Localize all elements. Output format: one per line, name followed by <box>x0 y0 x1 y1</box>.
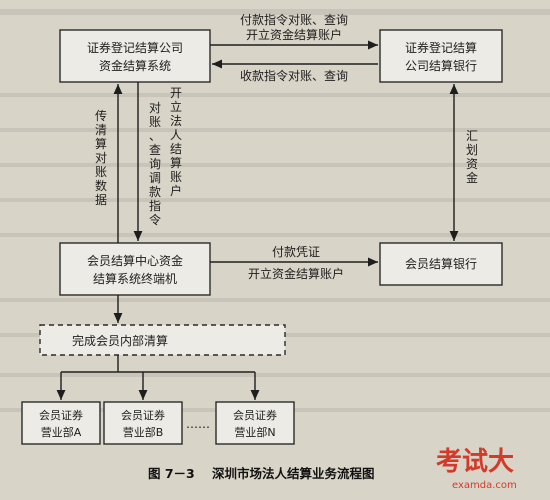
node-clearing-bank: 证券登记结算 公司结算银行 <box>379 29 503 83</box>
watermark-logo: 考试大 examda.com <box>436 447 517 491</box>
figure-caption: 图 7－3 深圳市场法人结算业务流程图 <box>148 466 375 481</box>
edge-transfer-funds-label: 汇划资金 <box>466 129 478 185</box>
node-member-terminal-line2: 结算系统终端机 <box>93 271 177 286</box>
edge-transfer-data-label: 传清算对账数据 <box>95 108 107 207</box>
node-member-terminal-line1: 会员结算中心资金 <box>87 253 183 268</box>
node-branch-b-line2: 营业部B <box>123 425 164 439</box>
svg-text:开立法人结算账户: 开立法人结算账户 <box>170 86 182 198</box>
node-branch-a-line2: 营业部A <box>41 425 82 439</box>
svg-text:传清算对账数据: 传清算对账数据 <box>95 108 107 207</box>
edge-payment-voucher-label: 付款凭证 <box>272 244 320 259</box>
node-branch-a: 会员证券 营业部A <box>21 401 101 445</box>
node-internal-clearing: 完成会员内部清算 <box>39 324 286 356</box>
watermark-brand: 考试大 <box>436 447 514 477</box>
edge-internal-to-branches <box>56 355 260 400</box>
edge-reconcile-query-label: 对账、查询调款指令 <box>149 101 161 227</box>
figure-number: 图 7－3 <box>148 466 195 481</box>
figure-title: 深圳市场法人结算业务流程图 <box>212 466 375 481</box>
watermark-url: examda.com <box>452 480 517 491</box>
node-clearing-system-line2: 资金结算系统 <box>99 58 171 73</box>
node-branch-n-line1: 会员证券 <box>233 408 277 422</box>
edge-pay-instruction-label: 付款指令对账、查询 <box>240 12 348 27</box>
edge-open-legal-account-label: 开立法人结算账户 <box>170 86 182 198</box>
node-member-bank-label: 会员结算银行 <box>405 256 477 271</box>
node-clearing-bank-line1: 证券登记结算 <box>405 40 477 55</box>
background-texture <box>0 9 550 412</box>
edge-open-account-bottom-label: 开立资金结算账户 <box>248 266 344 281</box>
node-member-bank: 会员结算银行 <box>379 242 503 286</box>
node-branch-n: 会员证券 营业部N <box>215 401 295 445</box>
svg-text:对账、查询调款指令: 对账、查询调款指令 <box>149 101 161 227</box>
node-branch-b-line1: 会员证券 <box>121 408 165 422</box>
edge-receive-instruction-label: 收款指令对账、查询 <box>240 68 348 83</box>
node-clearing-system: 证券登记结算公司 资金结算系统 <box>59 29 211 83</box>
node-clearing-system-line1: 证券登记结算公司 <box>87 40 183 55</box>
svg-text:汇划资金: 汇划资金 <box>466 129 478 185</box>
node-internal-clearing-label: 完成会员内部清算 <box>72 333 168 348</box>
node-branch-b: 会员证券 营业部B <box>103 401 183 445</box>
node-branch-n-line2: 营业部N <box>234 425 275 439</box>
node-branch-a-line1: 会员证券 <box>39 408 83 422</box>
node-clearing-bank-line2: 公司结算银行 <box>405 58 477 73</box>
edge-open-account-top-label: 开立资金结算账户 <box>246 27 342 42</box>
node-member-terminal: 会员结算中心资金 结算系统终端机 <box>59 242 211 296</box>
branch-ellipsis: …… <box>186 417 210 431</box>
